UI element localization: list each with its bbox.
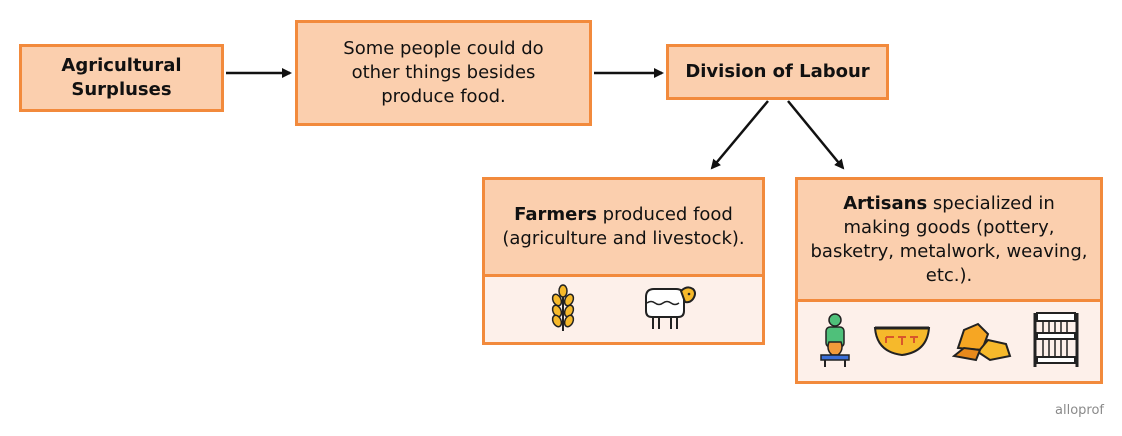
sheep-icon [641, 285, 699, 335]
artisans-description: specialized in making goods (pottery, ba… [810, 192, 1088, 286]
artisans-text: Artisans specialized in making goods (po… [798, 180, 1100, 302]
artisans-label: Artisans [843, 192, 928, 214]
farmers-icons [485, 277, 762, 342]
farmers-label: Farmers [514, 204, 597, 225]
potter-icon [817, 312, 853, 372]
arrow-division-to-farmers [710, 100, 769, 170]
wheat-icon [548, 283, 578, 337]
division-of-labour-box: Division of Labour [666, 44, 889, 100]
basket-icon [872, 322, 932, 362]
agricultural-surpluses-box: Agricultural Surpluses [19, 44, 224, 112]
artisans-card: Artisans specialized in making goods (po… [795, 177, 1103, 384]
farmers-text: Farmers produced food (agriculture and l… [485, 180, 762, 277]
some-people-label: Some people could do other things beside… [343, 38, 544, 107]
agricultural-surpluses-label: Agricultural Surpluses [61, 55, 182, 100]
metal-ore-icon [951, 318, 1012, 366]
artisans-icons [798, 302, 1100, 381]
loom-icon [1031, 311, 1081, 373]
division-of-labour-label: Division of Labour [685, 61, 870, 82]
farmers-card: Farmers produced food (agriculture and l… [482, 177, 765, 345]
farmers-description: produced food (agriculture and livestock… [502, 204, 745, 249]
arrow-division-to-artisans [787, 100, 845, 170]
some-people-box: Some people could do other things beside… [295, 20, 592, 126]
brand-logo: alloprof [1055, 403, 1104, 418]
